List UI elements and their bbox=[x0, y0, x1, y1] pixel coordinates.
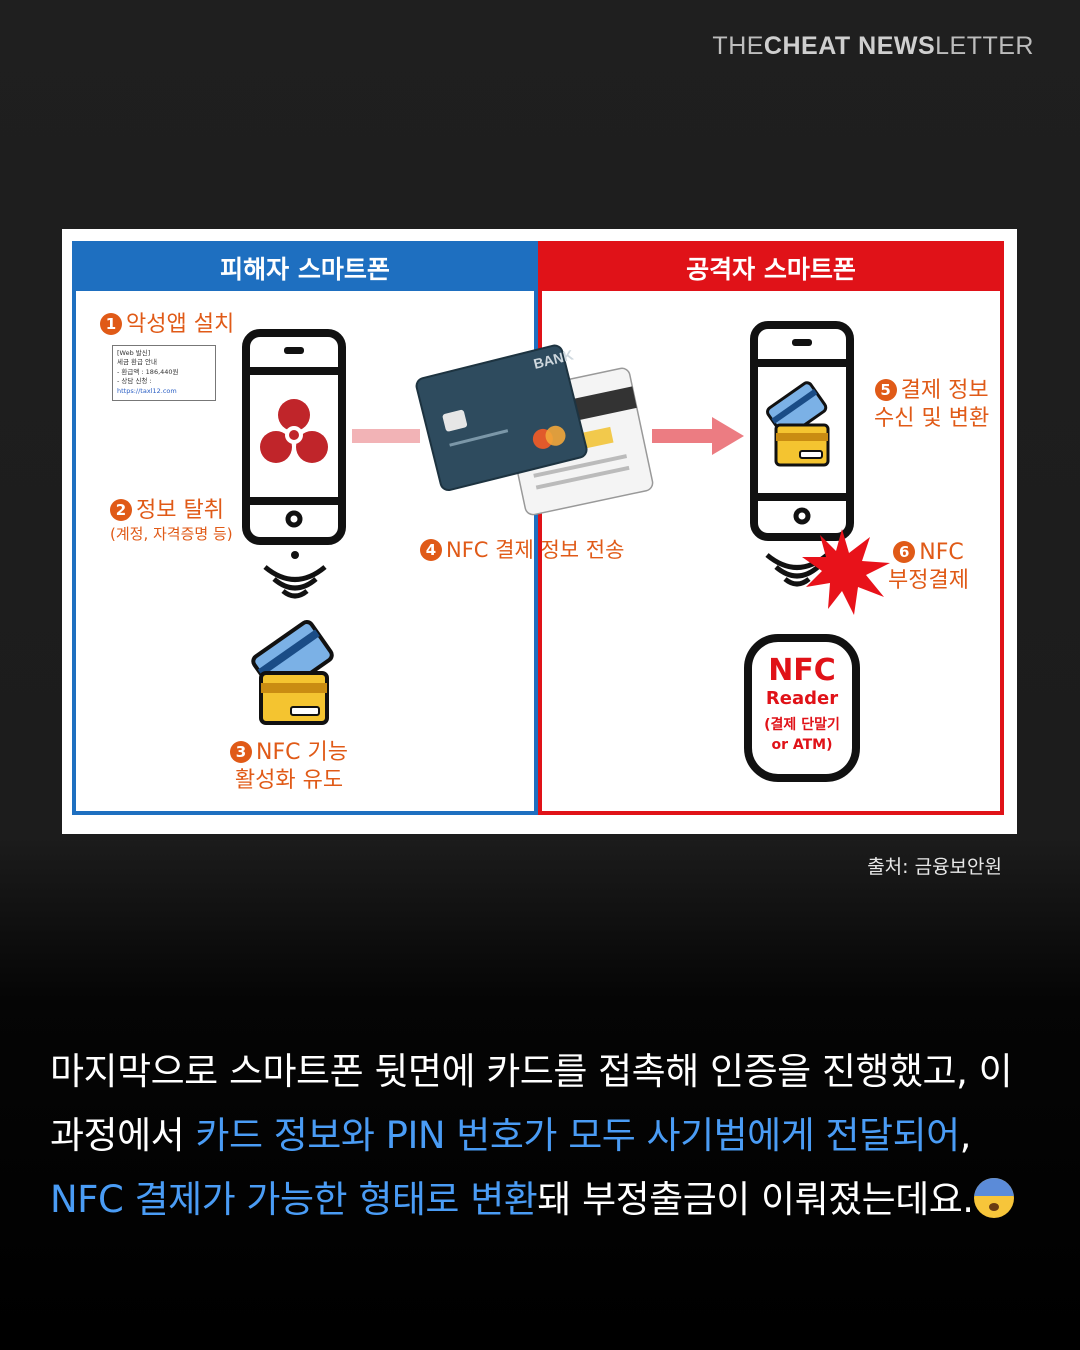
phishing-sms-preview: [Web 발신] 세금 환급 안내 - 환급액 : 186,440원 - 상담 … bbox=[112, 345, 216, 401]
victim-phone-icon bbox=[242, 329, 346, 545]
attacker-panel-title: 공격자 스마트폰 bbox=[542, 245, 1000, 291]
nfc-reader-terminal: NFC Reader (결제 단말기 or ATM) bbox=[744, 634, 860, 782]
highlight-card-info: 카드 정보와 PIN 번호가 모두 사기범에게 전달되어 bbox=[195, 1114, 960, 1157]
reader-note-2: or ATM) bbox=[771, 736, 833, 753]
credit-card-icon bbox=[251, 620, 334, 725]
nfc-fraud-burst-icon bbox=[765, 529, 890, 615]
attacker-phone-icon bbox=[750, 321, 854, 541]
attacker-panel: 공격자 스마트폰 bbox=[538, 241, 1004, 815]
victim-panel-title: 피해자 스마트폰 bbox=[76, 245, 534, 291]
image-source: 출처: 금융보안원 bbox=[867, 856, 1002, 878]
victim-panel: 피해자 스마트폰 bbox=[72, 241, 538, 815]
reader-title: NFC bbox=[768, 653, 836, 688]
body-paragraph: 마지막으로 스마트폰 뒷면에 카드를 접촉해 인증을 진행했고, 이 과정에서 … bbox=[50, 1050, 1014, 1221]
bank-cards-icon: BANK bbox=[415, 344, 654, 516]
reader-note-1: (결제 단말기 bbox=[764, 717, 840, 734]
biohazard-icon bbox=[260, 399, 328, 463]
highlight-nfc-conversion: NFC 결제가 가능한 형태로 변환 bbox=[50, 1178, 538, 1221]
reader-sub: Reader bbox=[765, 688, 839, 709]
brand-logo: THECHEAT NEWSLETTER bbox=[712, 32, 1034, 60]
anxious-face-icon bbox=[973, 1178, 1014, 1218]
transfer-arrow-icon bbox=[352, 417, 744, 455]
nfc-waves-icon bbox=[263, 551, 327, 599]
